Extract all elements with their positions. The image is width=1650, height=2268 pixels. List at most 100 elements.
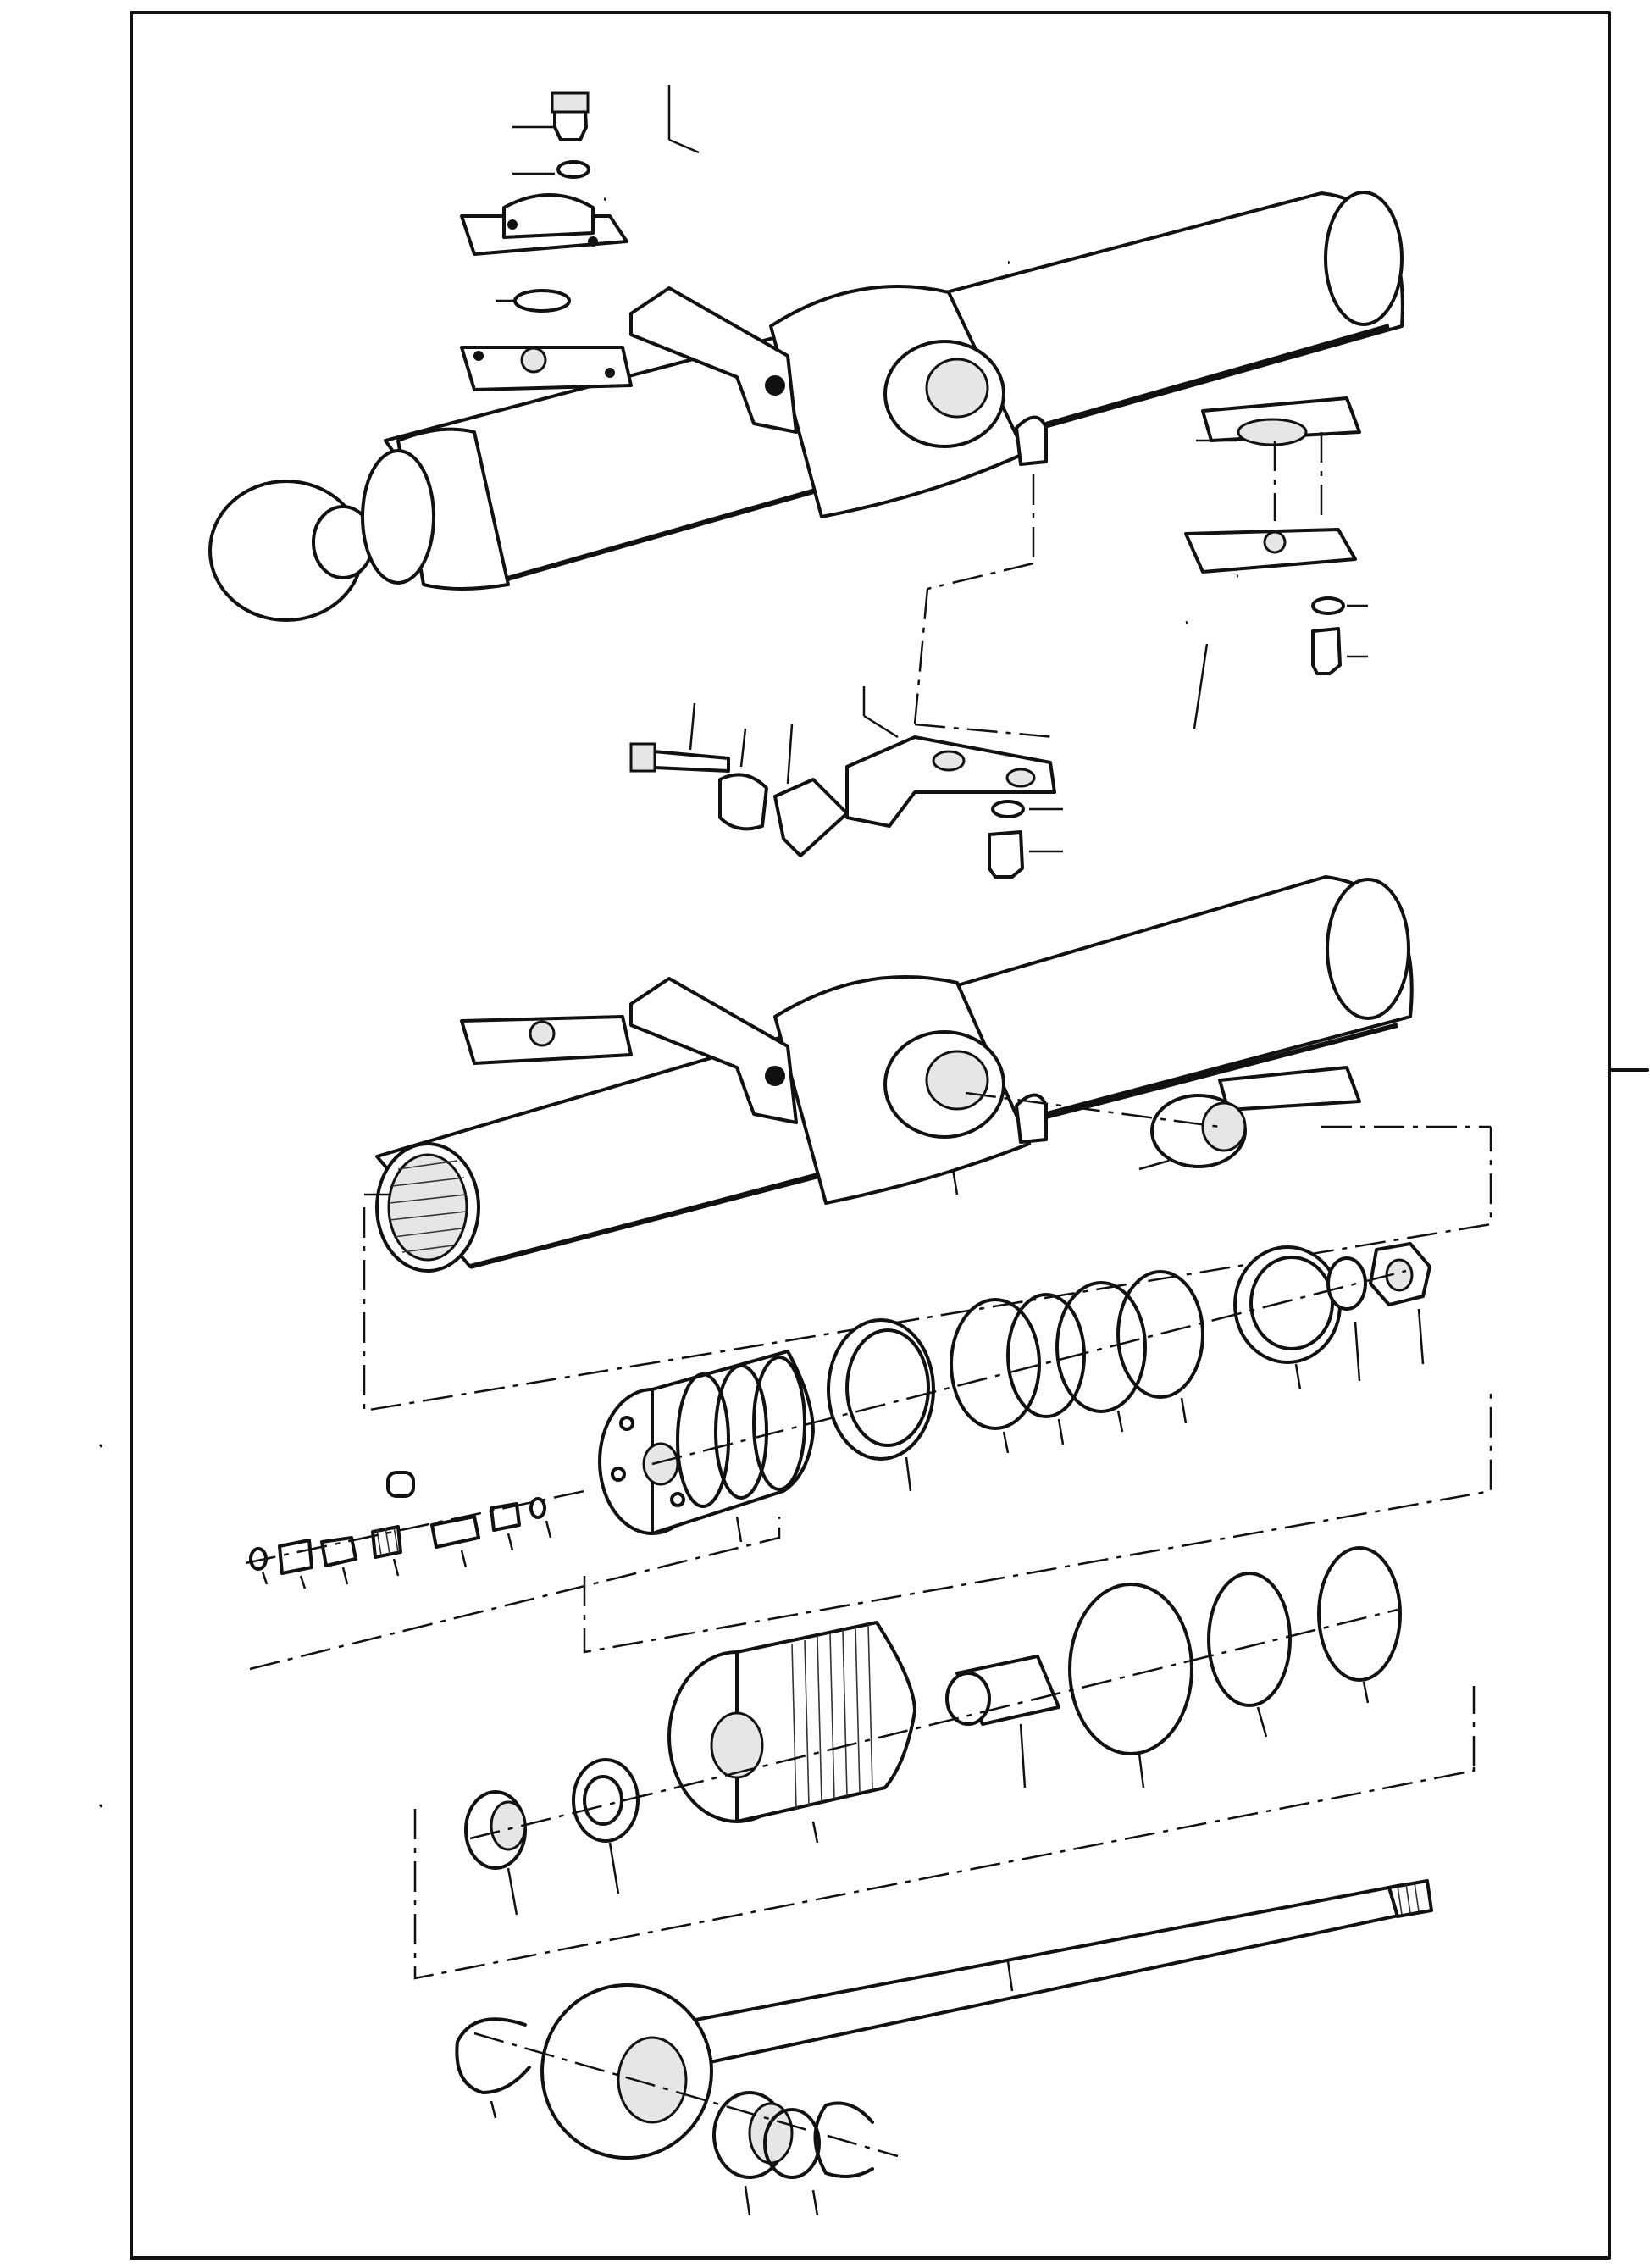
- rod-end-eye-bore: [617, 2036, 688, 2124]
- mounting-bracket: [629, 286, 798, 434]
- barrel2-bracket: [629, 977, 798, 1124]
- piston-bore: [642, 1442, 679, 1486]
- wiper-seal-bore: [490, 1800, 527, 1851]
- piston-groove-3: [752, 1356, 806, 1491]
- leader-line: [811, 2189, 819, 2216]
- rod-thread-hatch: [1397, 1882, 1420, 1916]
- barrel-end-cap: [1324, 191, 1404, 326]
- piston-oil-hole: [611, 1467, 626, 1482]
- center-line: [965, 1091, 1221, 1128]
- center-line: [914, 723, 1055, 739]
- seal-ring-3: [1055, 1281, 1147, 1413]
- leader-line: [1138, 1753, 1145, 1788]
- cylinder-barrel: [364, 875, 1414, 1273]
- piston-groove-1: [676, 1372, 730, 1508]
- center-line: [469, 1608, 1398, 1840]
- leader-line: [1362, 1681, 1370, 1704]
- center-line: [245, 1489, 585, 1565]
- leader-line: [905, 1456, 912, 1492]
- flange-bolt-hole: [588, 236, 598, 247]
- valve-sleeve: [386, 1471, 415, 1498]
- flange-bolt-hole: [507, 219, 518, 230]
- barrel2-flange-port: [529, 1020, 556, 1047]
- guide-tube-end: [945, 1672, 991, 1726]
- group-frame: [363, 1127, 1492, 1412]
- leader-line: [1002, 1431, 1010, 1454]
- cylinder-head-and-seals: [464, 1394, 1492, 1916]
- center-line: [473, 2032, 899, 2158]
- head-o-ring-3: [1317, 1546, 1402, 1682]
- barrel2-thread-hatch: [389, 1160, 467, 1253]
- barrel2-port: [925, 1050, 989, 1111]
- sealing-washer-right: [1311, 596, 1345, 615]
- valve-spring-coils: [376, 1526, 399, 1556]
- upper-pipe-clamp-block: [502, 193, 595, 239]
- leader-line: [863, 714, 899, 739]
- head-o-ring-2: [1207, 1572, 1292, 1707]
- leader-line: [1256, 1706, 1268, 1738]
- valve-plug: [430, 1515, 480, 1549]
- edge-mark: [98, 1804, 103, 1808]
- seal-ring-4: [1116, 1270, 1204, 1399]
- rod-eye-ring: [361, 449, 435, 585]
- eye-bushing-bore: [748, 2102, 794, 2165]
- leader-line: [951, 1168, 959, 1195]
- center-line: [927, 562, 1034, 591]
- bracket-hole: [765, 375, 785, 396]
- pipe-mounting-hardware: [629, 432, 1368, 879]
- group-frame: [249, 1517, 781, 1671]
- clamp-half-right: [773, 778, 849, 857]
- banjo-bolt-right: [1311, 627, 1342, 675]
- sealing-washer-top: [556, 160, 590, 179]
- leader-line: [1019, 1723, 1027, 1788]
- leader-line: [1180, 1397, 1188, 1424]
- o-ring-flange: [513, 289, 571, 313]
- pipe-flange-port: [1263, 530, 1287, 554]
- head-o-ring-1: [1068, 1583, 1193, 1755]
- leader-line: [507, 1533, 514, 1551]
- clamp-half-left: [718, 773, 768, 831]
- hydraulic-pipe: [604, 53, 1010, 264]
- piston-guide-ring-inner: [1249, 1256, 1334, 1350]
- diagram-frame: [130, 11, 1611, 2260]
- group-frame: [413, 1762, 1476, 1980]
- leader-line: [735, 1516, 743, 1543]
- flange-port: [520, 347, 547, 374]
- bushing-bore: [1201, 1101, 1247, 1152]
- valve-seat: [278, 1539, 313, 1575]
- piston-rod-with-eye: [413, 1686, 1476, 2216]
- leader-line: [739, 728, 747, 768]
- circlip-left: [455, 2017, 531, 2094]
- piston-washer: [1326, 1256, 1367, 1311]
- center-line: [651, 1269, 1407, 1466]
- banjo-bolt-lower: [988, 830, 1024, 879]
- leader-line: [689, 702, 696, 751]
- piston-oil-hole: [619, 1416, 634, 1431]
- sealing-washer-lower: [991, 800, 1025, 818]
- leader-line: [1417, 1308, 1425, 1365]
- center-line: [913, 588, 929, 725]
- hydraulic-pipe-inner: [604, 47, 1008, 269]
- seal-ring-1: [950, 1298, 1041, 1430]
- flange-bolt-hole: [473, 351, 484, 361]
- leader-line: [811, 1821, 819, 1844]
- piston-groove-2: [714, 1364, 768, 1500]
- seal-ring-2: [1006, 1293, 1086, 1418]
- valve-ring-2: [529, 1497, 546, 1519]
- cylinder-assembly: [208, 47, 1404, 622]
- clamp-bolt-head: [629, 742, 656, 773]
- right-flange-port: [1237, 418, 1308, 446]
- rod-seal-bore: [583, 1775, 623, 1826]
- barrel-fitting: [1015, 415, 1048, 466]
- banjo-bolt-head: [551, 91, 590, 114]
- piston-oil-hole: [670, 1492, 685, 1507]
- barrel2-bracket-hole: [765, 1066, 785, 1086]
- leader-line: [668, 138, 700, 154]
- lower-flange-plate: [460, 346, 633, 391]
- head-thread-hatch: [791, 1623, 873, 1810]
- wear-ring-inner: [845, 1328, 930, 1447]
- support-bracket: [845, 735, 1056, 828]
- head-body: [735, 1621, 916, 1823]
- barrel2-right-flange: [1218, 1066, 1361, 1112]
